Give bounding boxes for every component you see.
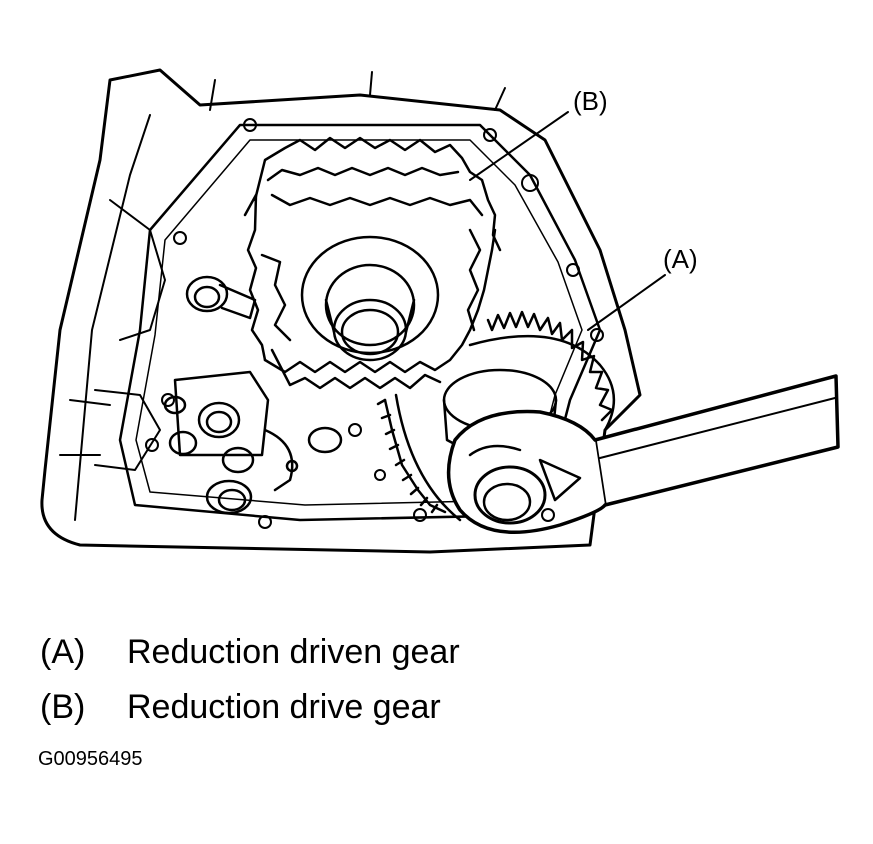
legend-key-a: (A) [40,633,86,671]
legend-row-a: (A) Reduction driven gear [40,625,460,680]
leader-line-a [587,274,666,331]
legend-key-b: (B) [40,688,86,726]
legend: (A) Reduction driven gear (B) Reduction … [40,625,460,735]
transmission-case-illustration [40,68,840,554]
reduction-drive-gear [243,136,502,390]
transmission-case [40,68,642,554]
callout-b: (B) [573,86,608,116]
legend-label-b: Reduction drive gear [127,688,441,726]
callout-a: (A) [663,244,698,274]
wrench-icon [446,374,840,535]
legend-label-a: Reduction driven gear [127,633,460,671]
bolt-holes [145,118,604,529]
figure-id: G00956495 [38,748,143,770]
leader-line-b [469,111,569,181]
legend-row-b: (B) Reduction drive gear [40,680,460,735]
valve-bosses [163,275,343,515]
